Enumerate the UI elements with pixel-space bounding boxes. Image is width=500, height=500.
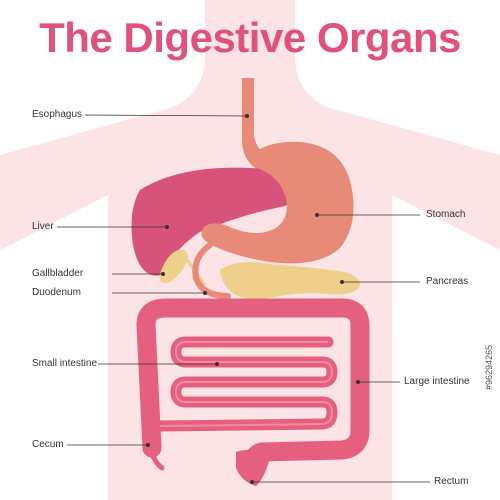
dot-rectum [249, 479, 254, 484]
leader-lines [57, 114, 430, 484]
page-title: The Digestive Organs [39, 14, 461, 61]
dot-pancreas [339, 279, 344, 284]
leader-esophagus [84, 114, 248, 117]
pancreas-organ [220, 262, 360, 299]
label-small-intestine: Small intestine [32, 358, 98, 369]
gallbladder-organ [159, 249, 188, 283]
rectum-organ [236, 449, 270, 486]
duodenum-organ [192, 242, 231, 299]
dot-stomach [314, 212, 319, 217]
label-gallbladder: Gallbladder [32, 268, 84, 279]
label-pancreas: Pancreas [426, 276, 469, 287]
label-rectum: Rectum [434, 476, 469, 487]
dot-liver [164, 224, 169, 229]
stomach-organ [201, 141, 354, 264]
liver-organ [131, 167, 301, 276]
label-duodenum: Duodenum [32, 287, 81, 298]
label-stomach: Stomach [426, 209, 466, 220]
label-cecum: Cecum [32, 439, 64, 450]
label-liver: Liver [32, 221, 54, 232]
small-intestine-inner [159, 341, 333, 427]
label-large-intestine: Large intestine [404, 376, 470, 387]
label-esophagus: Esophagus [32, 109, 83, 120]
dot-esophagus [244, 114, 249, 119]
esophagus-organ [242, 78, 268, 170]
dot-large-intestine [355, 379, 360, 384]
dot-small-intestine [214, 361, 219, 366]
dot-gallbladder [160, 271, 165, 276]
dot-duodenum [202, 290, 207, 295]
appendix-organ [147, 447, 165, 471]
dot-cecum [145, 442, 150, 447]
stock-id-watermark: #96294265 [484, 344, 494, 390]
